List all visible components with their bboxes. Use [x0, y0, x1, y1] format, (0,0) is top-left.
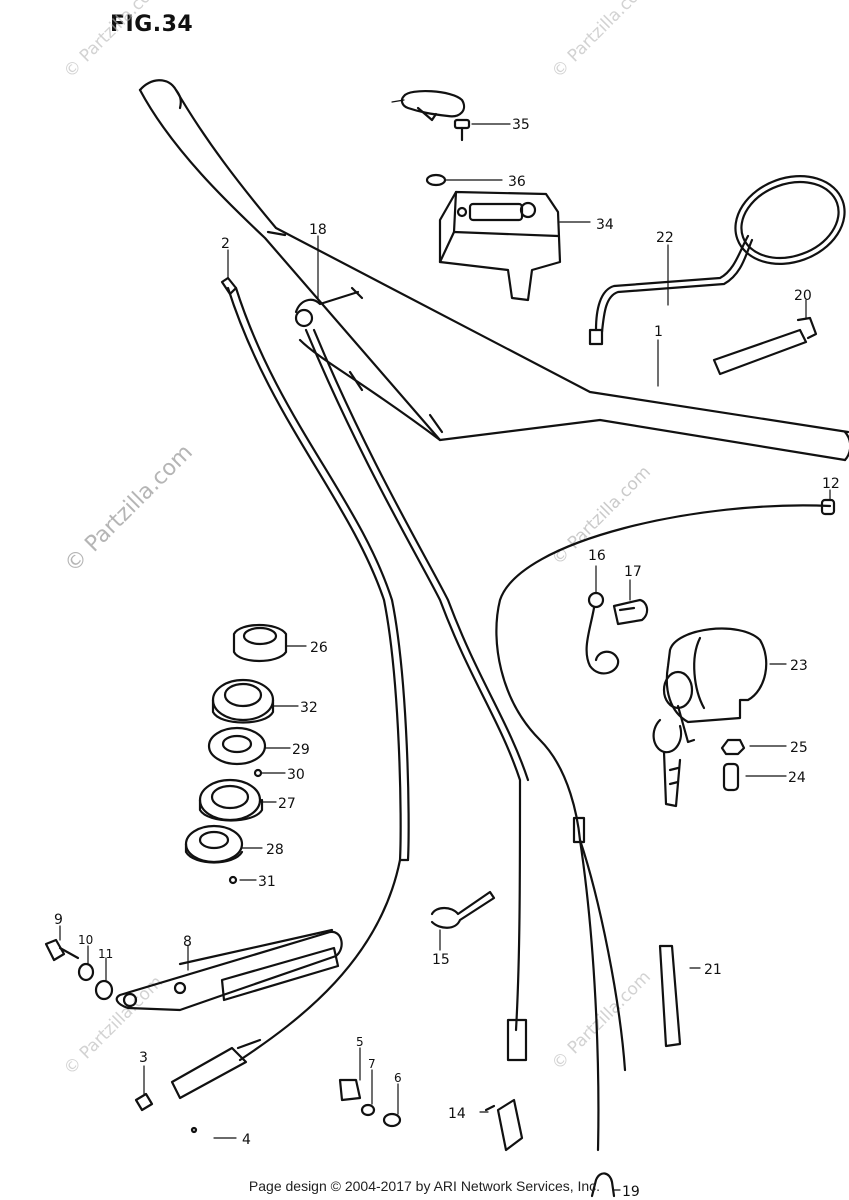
part-label[interactable]: 31	[258, 874, 276, 890]
part-label[interactable]: 29	[292, 742, 310, 758]
part-label[interactable]: 21	[704, 962, 722, 978]
screw-34[interactable]	[453, 118, 471, 142]
part-label[interactable]: 6	[394, 1071, 402, 1085]
switch-housing[interactable]	[438, 190, 562, 302]
part-label[interactable]: 19	[622, 1184, 640, 1200]
ball-30[interactable]	[253, 768, 263, 778]
part-label[interactable]: 22	[656, 230, 674, 246]
part-label[interactable]: 9	[54, 912, 63, 928]
footer-copyright: Page design © 2004-2017 by ARI Network S…	[248, 1178, 601, 1194]
part-label[interactable]: 27	[278, 796, 296, 812]
bearing-27[interactable]	[198, 778, 264, 822]
seal-28[interactable]	[184, 824, 244, 864]
part-label[interactable]: 3	[139, 1050, 148, 1066]
part-label[interactable]: 28	[266, 842, 284, 858]
nut-26[interactable]	[232, 624, 288, 662]
handlebar[interactable]	[138, 79, 849, 462]
part-label[interactable]: 2	[221, 236, 230, 252]
bolt-6[interactable]	[382, 1112, 402, 1128]
bolt-17[interactable]	[612, 598, 649, 626]
part-label[interactable]: 4	[242, 1132, 251, 1148]
part-label[interactable]: 35	[512, 117, 530, 133]
cable-end-2[interactable]	[220, 276, 238, 296]
part-label[interactable]: 15	[432, 952, 450, 968]
part-label[interactable]: 1	[654, 324, 663, 340]
screw-24[interactable]	[722, 762, 740, 792]
part-label[interactable]: 16	[588, 548, 606, 564]
part-label[interactable]: 36	[508, 174, 526, 190]
clamp-5[interactable]	[338, 1078, 376, 1117]
cables[interactable]	[226, 286, 832, 1152]
part-label[interactable]: 24	[788, 770, 806, 786]
part-label[interactable]: 8	[183, 934, 192, 950]
part-labels: 35 36 34 22 20 1 2 18 12 16 17 23 25 24 …	[54, 117, 840, 1200]
nut-25[interactable]	[720, 738, 746, 756]
pin-21[interactable]	[658, 944, 682, 1048]
part-label[interactable]: 30	[287, 767, 305, 783]
part-label[interactable]: 23	[790, 658, 808, 674]
cable-fitting-14[interactable]	[484, 1018, 528, 1152]
ignition-switch[interactable]	[652, 627, 768, 808]
part-label[interactable]: 32	[300, 700, 318, 716]
seal-29[interactable]	[207, 726, 267, 766]
part-label[interactable]: 25	[790, 740, 808, 756]
part-label[interactable]: 5	[356, 1035, 364, 1049]
ball-31[interactable]	[228, 875, 238, 885]
part-label[interactable]: 17	[624, 564, 642, 580]
washer-11[interactable]	[94, 979, 114, 1001]
part-label[interactable]: 20	[794, 288, 812, 304]
part-label[interactable]: 26	[310, 640, 328, 656]
mirror[interactable]	[588, 161, 849, 346]
bolt-9[interactable]	[44, 938, 80, 962]
part-label[interactable]: 7	[368, 1057, 376, 1071]
part-label[interactable]: 10	[78, 933, 93, 947]
clip-15[interactable]	[430, 890, 496, 929]
washer-10[interactable]	[77, 962, 95, 982]
washer-35[interactable]	[425, 173, 447, 187]
part-label[interactable]: 34	[596, 217, 614, 233]
cap-36[interactable]	[400, 89, 466, 122]
bracket-8[interactable]	[115, 928, 343, 1012]
cable-end-12[interactable]	[820, 498, 836, 516]
part-label[interactable]: 12	[822, 476, 840, 492]
grip-20[interactable]	[712, 316, 818, 376]
bearing-32[interactable]	[211, 678, 275, 724]
cable-adjuster[interactable]	[134, 1038, 262, 1134]
boot-19[interactable]	[590, 1172, 616, 1198]
figure-title: FIG.34	[110, 12, 194, 37]
part-label[interactable]: 18	[309, 222, 327, 238]
spring-16[interactable]	[585, 591, 620, 675]
part-label[interactable]: 11	[98, 947, 113, 961]
bolt-18[interactable]	[294, 286, 364, 328]
part-label[interactable]: 14	[448, 1106, 466, 1122]
